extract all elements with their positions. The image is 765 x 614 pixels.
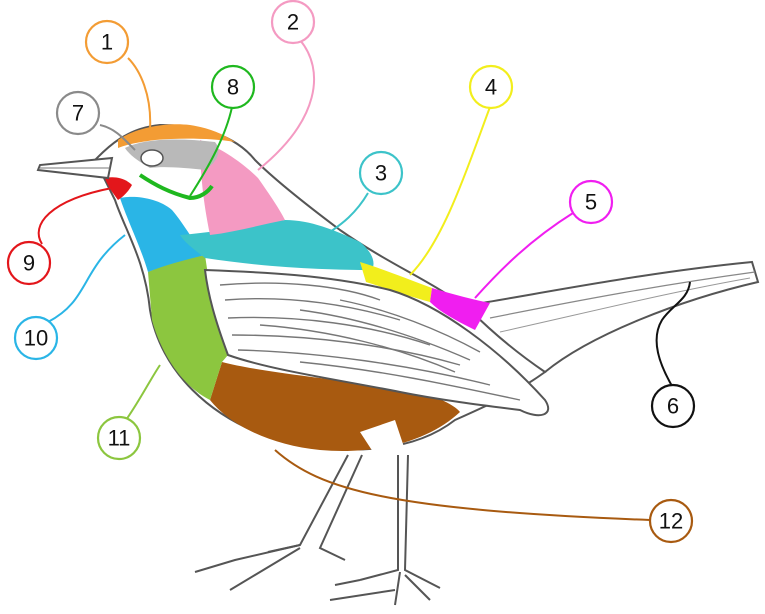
callout-4-number: 4 <box>485 75 497 100</box>
callout-12-number: 12 <box>659 509 683 534</box>
callout-5: 5 <box>570 181 612 223</box>
callout-1-number: 1 <box>101 30 113 55</box>
callout-5-number: 5 <box>585 190 597 215</box>
leader-line-10 <box>48 235 125 322</box>
callout-3-number: 3 <box>375 161 387 186</box>
callout-7-number: 7 <box>72 101 84 126</box>
callout-11-number: 11 <box>108 426 131 451</box>
callout-3: 3 <box>360 152 402 194</box>
leader-line-5 <box>475 213 573 298</box>
leader-line-1 <box>128 58 150 130</box>
leader-line-11 <box>126 365 160 420</box>
callout-11: 11 <box>98 417 140 459</box>
callout-2-number: 2 <box>287 10 299 35</box>
leader-line-2 <box>258 40 314 170</box>
callout-8: 8 <box>212 66 254 108</box>
leader-line-4 <box>410 107 490 275</box>
callout-9: 9 <box>8 242 50 284</box>
bird-illustration <box>38 124 758 605</box>
leader-line-9 <box>39 188 112 244</box>
callout-6: 6 <box>652 385 694 427</box>
callout-12: 12 <box>650 500 692 542</box>
callout-10-number: 10 <box>24 326 48 351</box>
callout-8-number: 8 <box>227 75 239 100</box>
callout-10: 10 <box>15 317 57 359</box>
eye <box>141 150 163 166</box>
callout-2: 2 <box>272 1 314 43</box>
callout-6-number: 6 <box>667 394 679 419</box>
callout-9-number: 9 <box>23 251 35 276</box>
callout-7: 7 <box>57 92 99 134</box>
callout-4: 4 <box>470 66 512 108</box>
callout-1: 1 <box>86 21 128 63</box>
